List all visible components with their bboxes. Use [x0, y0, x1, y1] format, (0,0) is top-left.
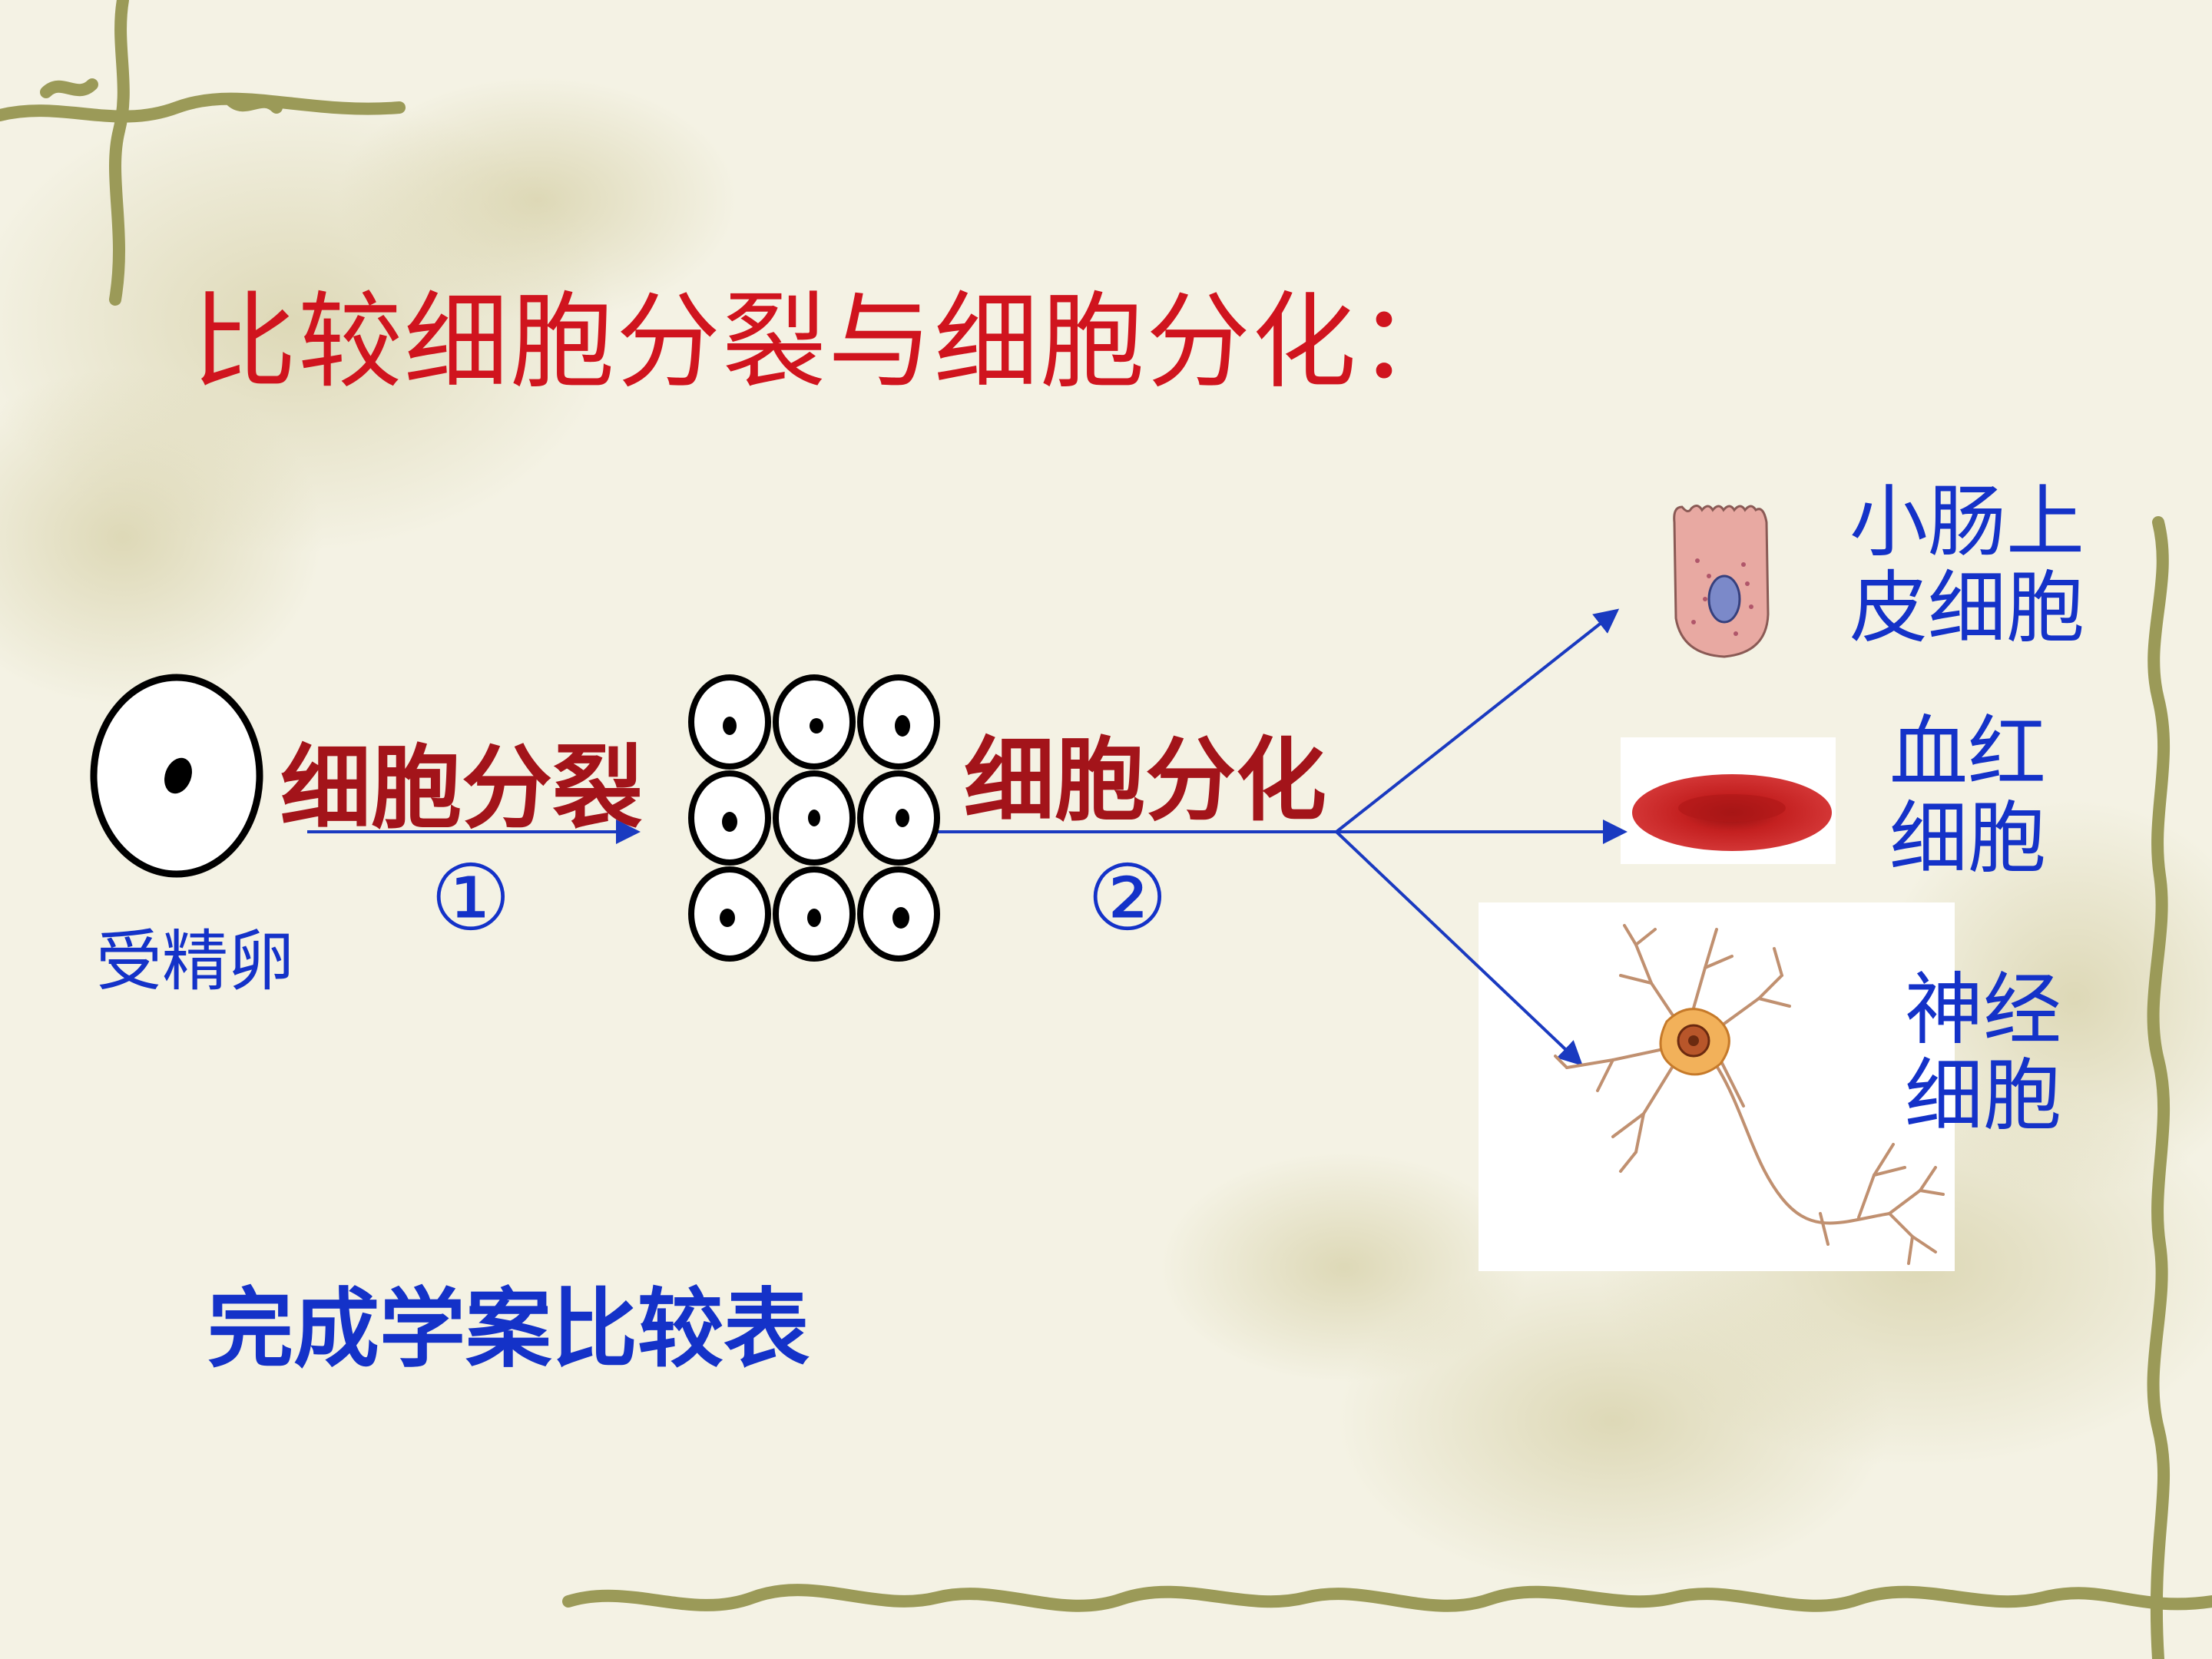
intestinal-cell-label-line1: 小肠上 — [1849, 477, 2085, 568]
nerve-cell-image — [1554, 924, 1945, 1265]
nerve-cell-label: 神经 细胞 — [1905, 965, 2061, 1143]
nerve-cell-label-line2: 细胞 — [1905, 1051, 2061, 1143]
task-instruction: 完成学案比较表 — [207, 1280, 810, 1379]
intestinal-cell-label: 小肠上 皮细胞 — [1849, 477, 2085, 655]
arrow-to-intestinal-cell — [1335, 608, 1620, 833]
dividing-cells-grid — [688, 674, 940, 962]
arrow-to-nerve-cell — [1335, 830, 1583, 1066]
slide-title: 比较细胞分裂与细胞分化： — [192, 282, 1464, 403]
intestinal-cell-label-line2: 皮细胞 — [1849, 563, 2085, 655]
vine-decoration-top-left — [0, 0, 406, 306]
red-blood-cell-label: 血红 细胞 — [1889, 710, 2046, 882]
process-label-differentiation: 细胞分化 — [964, 727, 1327, 833]
step-number-1: ① — [430, 845, 512, 951]
zygote-label: 受精卵 — [96, 923, 294, 1000]
step-number-2: ② — [1087, 845, 1168, 951]
red-blood-cell-label-line1: 血红 — [1889, 707, 2046, 799]
red-blood-cell-label-line2: 细胞 — [1889, 793, 2046, 886]
vine-decoration-right — [2147, 516, 2171, 1659]
vine-decoration-bottom — [562, 1584, 2212, 1612]
zygote-cell — [90, 674, 263, 878]
intestinal-epithelial-cell-image — [1673, 505, 1770, 658]
nerve-cell-label-line1: 神经 — [1905, 965, 2061, 1056]
process-label-division: 细胞分裂 — [280, 735, 644, 841]
red-blood-cell-image — [1632, 774, 1832, 851]
